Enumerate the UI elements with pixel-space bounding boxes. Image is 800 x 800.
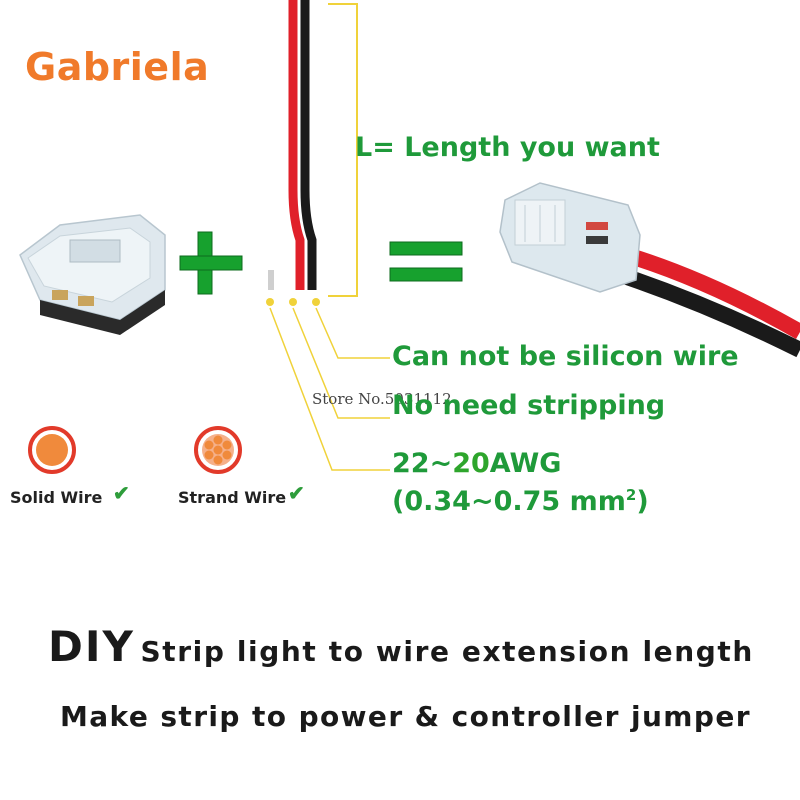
wire-pair-icon: [268, 0, 317, 290]
plus-icon: [179, 231, 243, 295]
length-label: L= Length you want: [355, 132, 660, 163]
awg-suffix: AWG: [489, 448, 562, 479]
tagline-line-2: Make strip to power & controller jumper: [60, 700, 751, 733]
callout-mm: (0.34~0.75 mm2): [392, 486, 649, 517]
callout-awg: 22~20AWG: [392, 448, 561, 479]
length-bracket: [328, 3, 358, 297]
solid-wire-label: Solid Wire: [10, 488, 103, 507]
callout-stripping: No need stripping: [392, 390, 666, 421]
tagline-line-1-rest: Strip light to wire extension length: [140, 635, 754, 668]
tagline-diy: DIY: [48, 622, 135, 671]
mm-sup: 2: [625, 486, 637, 504]
mm-text: (0.34~0.75 mm: [392, 486, 626, 517]
awg-prefix: 22~: [392, 448, 453, 479]
solid-wire-icon: [28, 426, 76, 474]
connector-with-wire-icon: [499, 182, 800, 358]
strand-wire-icon: [194, 426, 242, 474]
tagline-line-1: DIY Strip light to wire extension length: [48, 622, 768, 671]
callout-silicon: Can not be silicon wire: [392, 341, 739, 372]
strand-wire-label: Strand Wire: [178, 488, 287, 507]
equals-icon: [389, 241, 463, 282]
connector-clip-icon: [19, 214, 166, 335]
callout-leaders: [266, 298, 390, 471]
check-icon: ✔: [113, 483, 130, 505]
awg-highlight: 20: [452, 448, 490, 479]
mm-close: ): [636, 486, 649, 517]
store-watermark: Store No.5031112: [312, 390, 452, 408]
brand-logo: Gabriela: [25, 45, 210, 89]
check-icon: ✔: [288, 483, 305, 505]
